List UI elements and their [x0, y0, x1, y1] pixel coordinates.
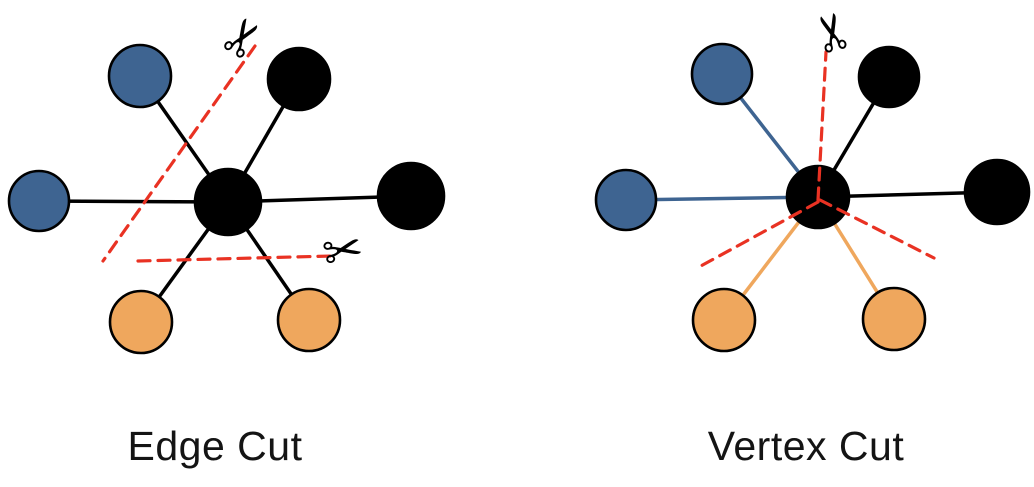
graph-node [690, 42, 754, 106]
cut-line [816, 50, 828, 202]
graph-node [963, 158, 1031, 226]
graph-node [266, 46, 332, 112]
graph-node [108, 289, 174, 355]
graph-node [861, 286, 927, 352]
graph-node [857, 45, 921, 109]
graph-node [107, 43, 173, 109]
vertex-cut-diagram: ✂ [594, 4, 1031, 353]
center-node [193, 167, 263, 237]
edge-cut-diagram: ✂✂ [7, 5, 446, 355]
graph-node [691, 287, 757, 353]
vertex-cut-label: Vertex Cut [707, 423, 905, 469]
graph-node [594, 168, 658, 232]
edge-cut-label: Edge Cut [127, 423, 303, 469]
graph-node [376, 161, 446, 231]
cut-line [697, 200, 820, 269]
scissors-icon: ✂ [800, 4, 867, 59]
graph-node [7, 169, 71, 233]
scissors-icon: ✂ [318, 219, 369, 282]
cut-line [818, 198, 936, 260]
scissors-icon: ✂ [207, 5, 278, 71]
cut-line [136, 254, 334, 263]
cut-line [101, 44, 257, 263]
graph-node [276, 287, 342, 353]
